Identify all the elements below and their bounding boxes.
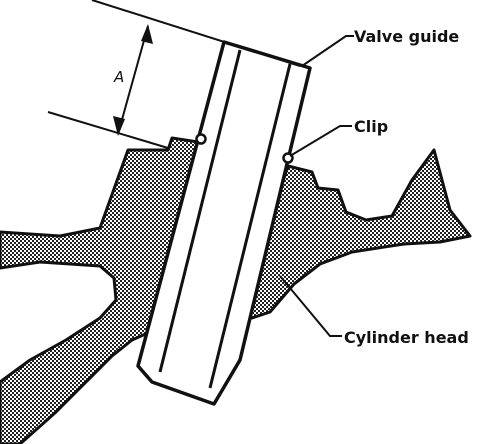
dimension-arrowhead-bottom: [113, 116, 125, 136]
dimension-arrow-line: [117, 25, 149, 135]
valve-guide-leader: [301, 35, 354, 67]
clip-label: Clip: [354, 117, 388, 136]
cylinder-head-label: Cylinder head: [344, 328, 469, 347]
clip-leader: [289, 125, 352, 157]
valve-guide-bore-line: [208, 63, 292, 389]
cylinder-head-casting-left: [0, 136, 200, 444]
dimension-arrowhead-top: [141, 24, 153, 44]
valve-guide-body: [136, 40, 312, 406]
valve-guide-bore-line: [158, 49, 242, 373]
clip-ring-left: [195, 133, 207, 145]
cylinder-head-leader: [279, 275, 342, 337]
dimension-label: A: [113, 68, 124, 86]
dimension-extension-top: [91, 0, 301, 67]
cylinder-head-casting-right: [238, 148, 472, 320]
valve-guide-label: Valve guide: [354, 27, 459, 46]
dimension-extension-bottom: [47, 111, 169, 149]
